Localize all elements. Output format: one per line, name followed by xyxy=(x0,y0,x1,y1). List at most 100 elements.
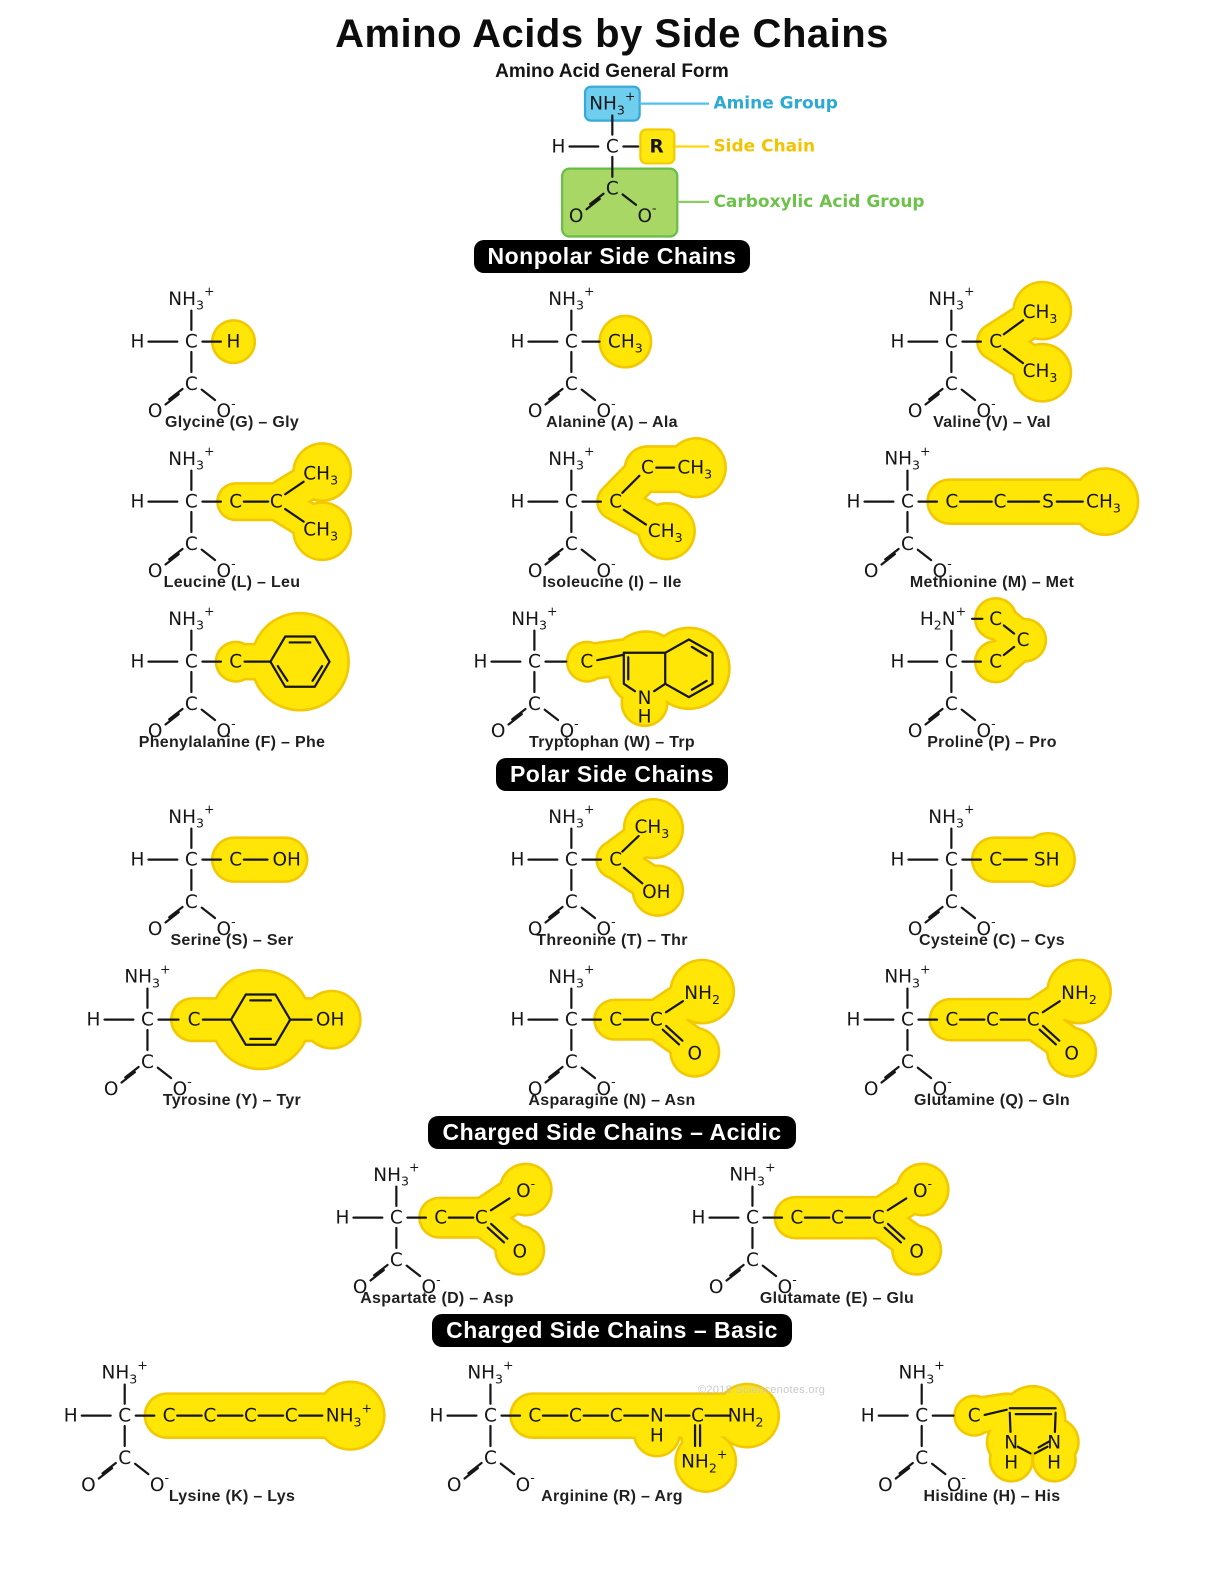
svg-text:O-: O- xyxy=(515,1470,534,1496)
svg-text:C: C xyxy=(915,1447,928,1468)
svg-text:NH3+: NH3+ xyxy=(124,961,170,990)
svg-text:NH2: NH2 xyxy=(727,1405,763,1429)
svg-text:C: C xyxy=(229,651,242,672)
molecule-caption: Cysteine (C) – Cys xyxy=(919,932,1065,949)
svg-text:NH3+: NH3+ xyxy=(511,603,557,632)
svg-text:C: C xyxy=(945,373,958,394)
svg-text:Carboxylic Acid Group: Carboxylic Acid Group xyxy=(713,192,924,212)
svg-text:C: C xyxy=(989,331,1002,352)
svg-text:H: H xyxy=(64,1405,78,1426)
page-title: Amino Acids by Side Chains xyxy=(335,12,889,56)
svg-text:C: C xyxy=(989,651,1002,672)
svg-text:H: H xyxy=(473,651,487,672)
section-header-nonpolar: Nonpolar Side Chains xyxy=(473,240,751,273)
svg-text:H: H xyxy=(86,1009,100,1030)
svg-text:H: H xyxy=(510,491,524,512)
svg-text:C: C xyxy=(569,1405,582,1426)
svg-text:N: N xyxy=(649,1405,663,1426)
svg-text:C: C xyxy=(185,373,198,394)
svg-text:CH3: CH3 xyxy=(677,457,712,481)
svg-text:O: O xyxy=(103,1079,118,1100)
svg-text:C: C xyxy=(745,1249,758,1270)
svg-text:O-: O- xyxy=(638,200,657,226)
svg-text:Side Chain: Side Chain xyxy=(713,136,815,156)
svg-text:O-: O- xyxy=(932,1074,951,1100)
svg-text:Amine Group: Amine Group xyxy=(713,94,837,114)
svg-text:C: C xyxy=(528,693,541,714)
svg-text:C: C xyxy=(118,1447,131,1468)
svg-text:O-: O- xyxy=(947,1470,966,1496)
svg-text:OH: OH xyxy=(272,849,300,870)
svg-text:H: H xyxy=(638,706,652,727)
general-form-title: Amino Acid General Form xyxy=(495,61,729,82)
svg-text:C: C xyxy=(483,1405,496,1426)
svg-text:C: C xyxy=(609,1009,622,1030)
svg-text:C: C xyxy=(185,891,198,912)
svg-text:O-: O- xyxy=(777,1272,796,1298)
svg-text:O: O xyxy=(909,1241,924,1262)
svg-text:H: H xyxy=(649,1425,663,1446)
svg-text:O: O xyxy=(878,1475,893,1496)
svg-text:NH3+: NH3+ xyxy=(548,283,594,312)
molecule-caption: Lysine (K) – Lys xyxy=(168,1488,296,1505)
svg-text:C: C xyxy=(915,1405,928,1426)
svg-text:N: N xyxy=(638,687,652,708)
svg-text:H2N+: H2N+ xyxy=(920,603,966,632)
svg-text:NH3+: NH3+ xyxy=(467,1357,513,1386)
svg-text:O-: O- xyxy=(977,715,996,741)
svg-text:O-: O- xyxy=(422,1271,441,1297)
svg-text:H: H xyxy=(861,1405,875,1426)
svg-text:H: H xyxy=(890,651,904,672)
svg-text:NH3+: NH3+ xyxy=(373,1159,419,1188)
molecule-caption: Asparagine (N) – Asn xyxy=(528,1092,696,1109)
svg-text:C: C xyxy=(900,491,913,512)
svg-text:H: H xyxy=(130,849,144,870)
svg-text:O-: O- xyxy=(977,395,996,421)
section-header-basic: Charged Side Chains – Basic xyxy=(432,1314,792,1347)
molecule-caption: Tryptophan (W) – Trp xyxy=(529,734,695,751)
molecule-caption: Glutamate (E) – Glu xyxy=(759,1290,915,1307)
svg-text:C: C xyxy=(185,331,198,352)
svg-text:C: C xyxy=(390,1207,403,1228)
svg-text:NH3+: NH3+ xyxy=(168,603,214,632)
svg-text:OH: OH xyxy=(315,1009,343,1030)
svg-text:NH2: NH2 xyxy=(1061,983,1097,1007)
svg-text:C: C xyxy=(140,1051,153,1072)
svg-text:C: C xyxy=(945,1009,958,1030)
svg-text:O: O xyxy=(528,919,543,940)
molecule-caption: Valine (V) – Val xyxy=(933,414,1051,431)
svg-text:NH3+: NH3+ xyxy=(102,1357,148,1386)
svg-text:C: C xyxy=(945,891,958,912)
svg-text:H: H xyxy=(130,651,144,672)
svg-text:NH3+: NH3+ xyxy=(928,801,974,830)
molecule-caption: Tyrosine (Y) – Tyr xyxy=(162,1092,302,1109)
svg-text:O: O xyxy=(908,721,923,742)
section-header-acidic: Charged Side Chains – Acidic xyxy=(428,1116,796,1149)
svg-text:C: C xyxy=(185,849,198,870)
svg-text:H: H xyxy=(890,331,904,352)
svg-text:O: O xyxy=(148,721,163,742)
svg-text:NH3+: NH3+ xyxy=(548,961,594,990)
molecule-caption: Methionine (M) – Met xyxy=(909,574,1075,591)
svg-text:NH3+: NH3+ xyxy=(589,88,635,117)
svg-text:O: O xyxy=(528,561,543,582)
svg-text:O: O xyxy=(908,401,923,422)
svg-text:NH3+: NH3+ xyxy=(729,1159,775,1188)
svg-text:OH: OH xyxy=(642,882,670,903)
amino-acid-poster: Amino Acids by Side Chains Amino Acid Ge… xyxy=(0,12,1224,1506)
svg-text:C: C xyxy=(229,491,242,512)
